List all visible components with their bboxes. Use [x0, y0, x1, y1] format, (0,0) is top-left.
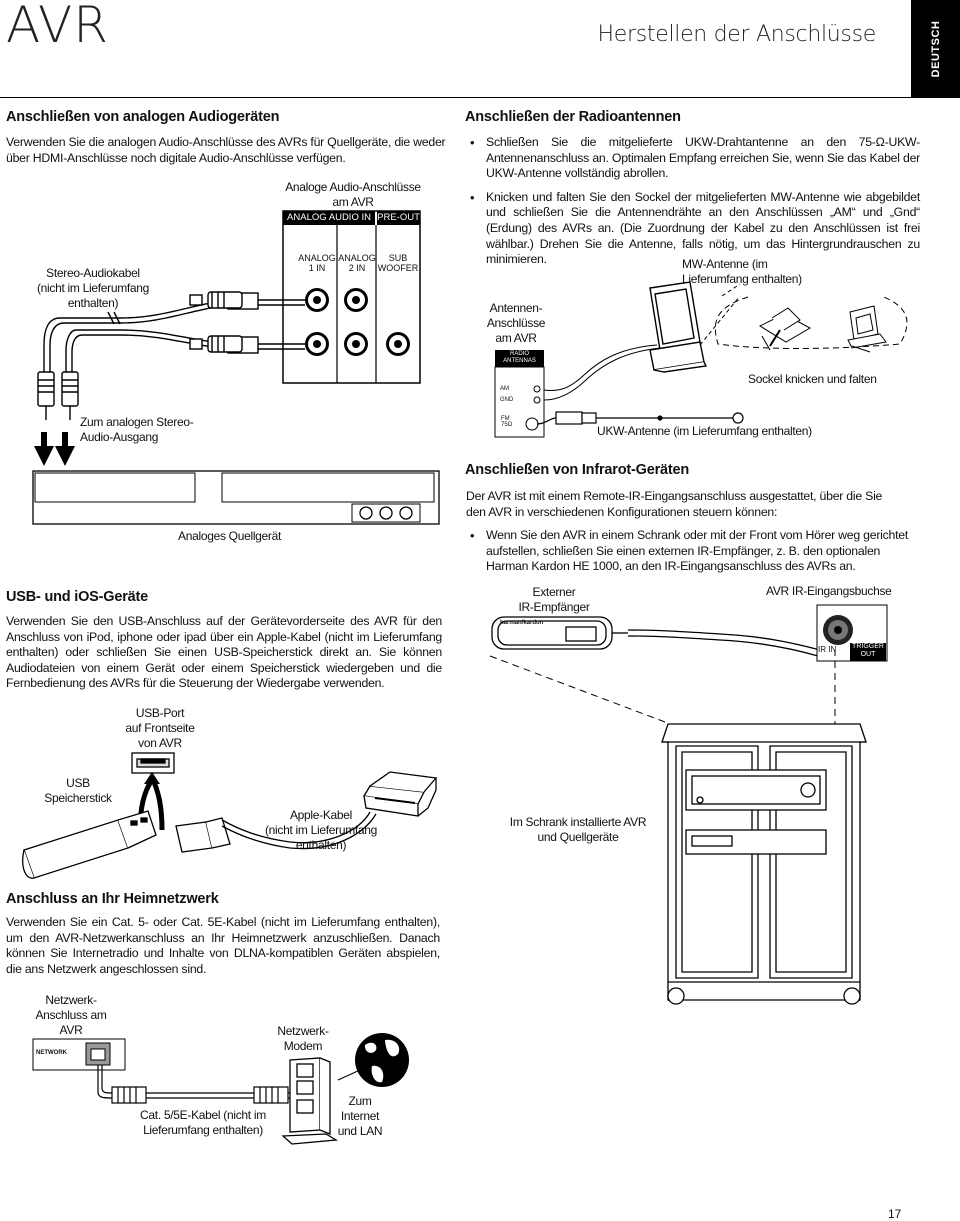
am-terminal-label: AM [500, 386, 509, 392]
mw-antenna-label: MW-Antenne (im Lieferumfang enthalten) [682, 257, 802, 286]
network-text: Verwenden Sie ein Cat. 5- oder Cat. 5E-K… [6, 915, 440, 976]
analog-text: Verwenden Sie die analogen Audio-Anschlü… [6, 135, 446, 165]
fold-step-1 [758, 307, 812, 351]
globe-icon [355, 1033, 409, 1087]
fm-terminal-label: FM 75Ω [501, 416, 513, 428]
network-avr-label: Netzwerk- Anschluss am AVR [35, 993, 107, 1037]
stereo-output-label: Zum analogen Stereo- Audio-Ausgang [80, 415, 194, 444]
rca-jack-2r [344, 332, 368, 356]
usb-heading: USB- und iOS-Geräte [6, 589, 149, 605]
apple-usb-plug-icon [175, 811, 377, 853]
ir-heading: Anschließen von Infrarot-Geräten [465, 462, 690, 478]
ir-receiver-brand: harman/kardon [500, 620, 544, 626]
rca-jack-1l [305, 288, 329, 312]
fold-step-2 [847, 305, 887, 353]
usb-text: Verwenden Sie den USB-Anschluss auf der … [6, 614, 442, 691]
usb-stick-icon [22, 810, 157, 879]
avr-analog-label: Analoge Audio-Anschlüsse am AVR [285, 180, 421, 209]
stereo-cable [37, 291, 305, 420]
mw-antenna-icon [649, 281, 708, 373]
brand-logo: AVR [6, 0, 109, 54]
ir-jack-label: AVR IR-Eingangsbuchse [766, 584, 892, 598]
ir-receiver-icon [491, 616, 821, 657]
rca-jack-2l [344, 288, 368, 312]
analog-source-device [32, 470, 440, 525]
modem-label: Netzwerk- Modem [277, 1024, 329, 1053]
radio-bullet-mw: Knicken und falten Sie den Sockel der mi… [470, 190, 920, 268]
trigger-out-label: TRIGGER OUT [852, 643, 884, 658]
ir-bullets: Wenn Sie den AVR in einem Schrank oder m… [466, 528, 920, 583]
ir-text: Der AVR ist mit einem Remote-IR-Eingangs… [466, 489, 883, 519]
fold-detail [699, 283, 908, 353]
radio-heading: Anschließen der Radioantennen [465, 109, 681, 125]
panel-header-analog-in: ANALOG AUDIO IN [287, 212, 371, 223]
apple-dock-connector-icon [362, 771, 438, 817]
radio-bullets: Schließen Sie die mitgelieferte UKW-Drah… [466, 135, 920, 276]
mw-wire [543, 344, 661, 401]
radio-panel-header: RADIO ANTENNAS [503, 351, 536, 364]
ukw-antenna-label: UKW-Antenne (im Lieferumfang enthalten) [597, 424, 812, 438]
antenna-terminal-label: Antennen- Anschlüsse am AVR [486, 301, 546, 345]
down-arrows [34, 432, 75, 466]
header-rule [0, 97, 960, 98]
cabinet-label: Im Schrank installierte AVR und Quellger… [509, 815, 647, 844]
panel-header-pre-out: PRE-OUT [377, 212, 420, 223]
network-heading: Anschluss an Ihr Heimnetzwerk [6, 891, 219, 907]
rca-jack-sub [386, 332, 410, 356]
usb-port-icon [131, 752, 175, 774]
ir-bullet-1: Wenn Sie den AVR in einem Schrank oder m… [470, 528, 920, 575]
ir-connection-lines [489, 650, 836, 728]
avr-network-panel [32, 1038, 126, 1071]
analog-heading: Anschließen von analogen Audiogeräten [6, 109, 280, 125]
cabinet-icon [661, 723, 867, 1005]
language-tab: DEUTSCH [911, 0, 960, 97]
avr-analog-panel [282, 210, 421, 384]
page-title: Herstellen der Anschlüsse [597, 22, 877, 47]
page-number: 17 [888, 1207, 902, 1221]
ir-in-label: IR IN [818, 645, 837, 654]
cat5-cable-label: Cat. 5/5E-Kabel (nicht im Lieferumfang e… [140, 1108, 266, 1137]
network-modem-icon [281, 1057, 339, 1145]
usb-stick-label: USB Speicherstick [44, 776, 112, 805]
usb-port-label: USB-Port auf Frontseite von AVR [125, 706, 195, 750]
internet-label: Zum Internet und LAN [337, 1094, 383, 1138]
radio-bullet-ukw: Schließen Sie die mitgelieferte UKW-Drah… [470, 135, 920, 182]
fold-label: Sockel knicken und falten [748, 372, 877, 386]
stereo-cable-label: Stereo-Audiokabel (nicht im Lieferumfang… [36, 266, 150, 310]
analog-source-label: Analoges Quellgerät [178, 529, 282, 543]
network-port-text: NETWORK [36, 1050, 67, 1056]
rca-jack-1r [305, 332, 329, 356]
ukw-antenna-icon [536, 411, 744, 425]
gnd-terminal-label: GND [500, 397, 514, 403]
ir-receiver-label: Externer IR-Empfänger [518, 585, 590, 614]
ir-jack-panel [816, 604, 888, 662]
avr-antenna-panel [494, 350, 545, 438]
